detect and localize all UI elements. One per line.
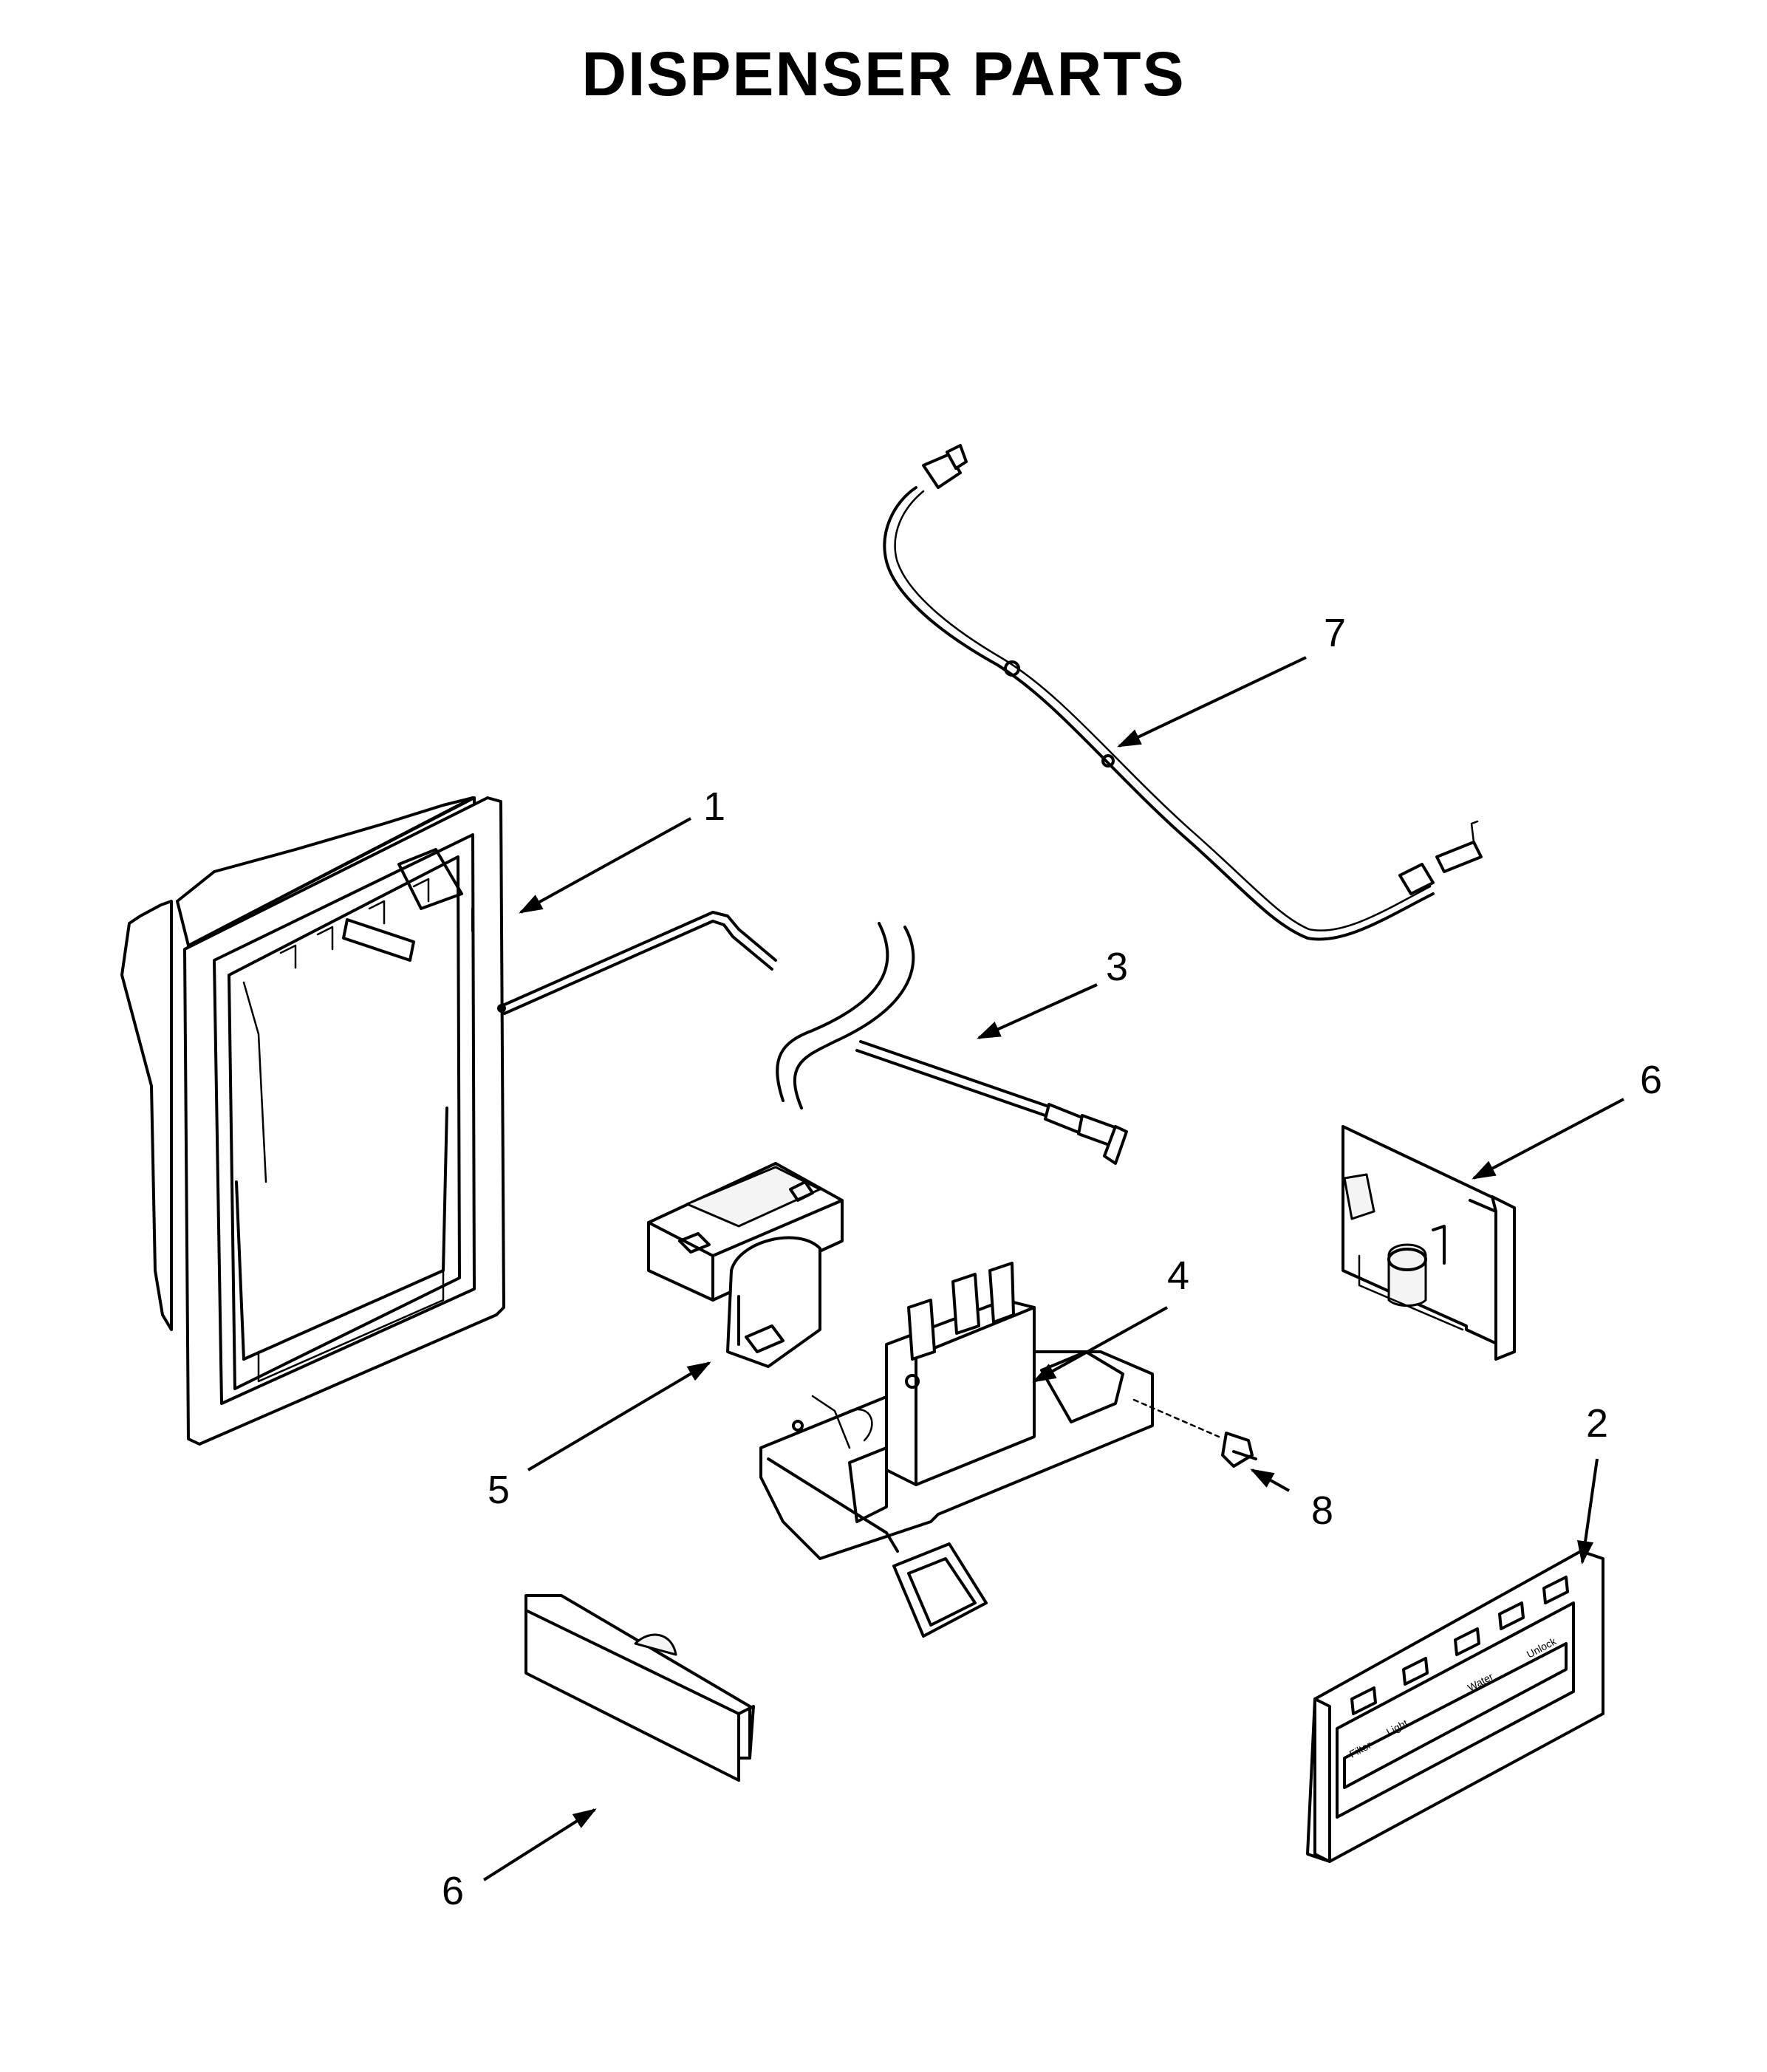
arrow-5	[527, 1361, 711, 1471]
callout-2: 2	[1586, 1401, 1608, 1446]
arrow-4	[1032, 1306, 1168, 1383]
arrow-3	[977, 983, 1098, 1039]
part-6-bracket-upper	[1342, 1125, 1516, 1361]
part-1-dispenser-housing	[120, 796, 506, 1446]
arrow-6b	[482, 1808, 597, 1881]
callout-1: 1	[703, 784, 725, 829]
callout-6-lower: 6	[442, 1869, 464, 1913]
callout-6-upper: 6	[1640, 1058, 1662, 1102]
part-6-front-cover	[524, 1594, 755, 1782]
callout-4: 4	[1167, 1254, 1189, 1298]
part-7-wire-harness	[883, 444, 1483, 941]
arrow-2	[1576, 1458, 1599, 1565]
arrow-6a	[1472, 1098, 1624, 1180]
callout-5: 5	[488, 1468, 510, 1512]
callout-labels: 1 2 3 4 5 6 6 7 8	[442, 611, 1662, 1913]
part-2-control-panel: Unlock Water Light Filter	[1306, 1550, 1604, 1863]
part-4-switch-assembly	[759, 1262, 1154, 1638]
leader-arrows	[482, 656, 1624, 1881]
part-5-actuator	[647, 1162, 844, 1368]
part-3-water-tube	[503, 911, 1128, 1165]
arrow-1	[519, 817, 691, 914]
arrow-8	[1250, 1468, 1290, 1492]
callout-8: 8	[1311, 1488, 1333, 1533]
callout-7: 7	[1324, 611, 1346, 655]
arrow-7	[1117, 656, 1307, 748]
part-8-screw	[1132, 1398, 1257, 1468]
page-title: DISPENSER PARTS	[581, 39, 1186, 109]
callout-3: 3	[1106, 945, 1128, 989]
